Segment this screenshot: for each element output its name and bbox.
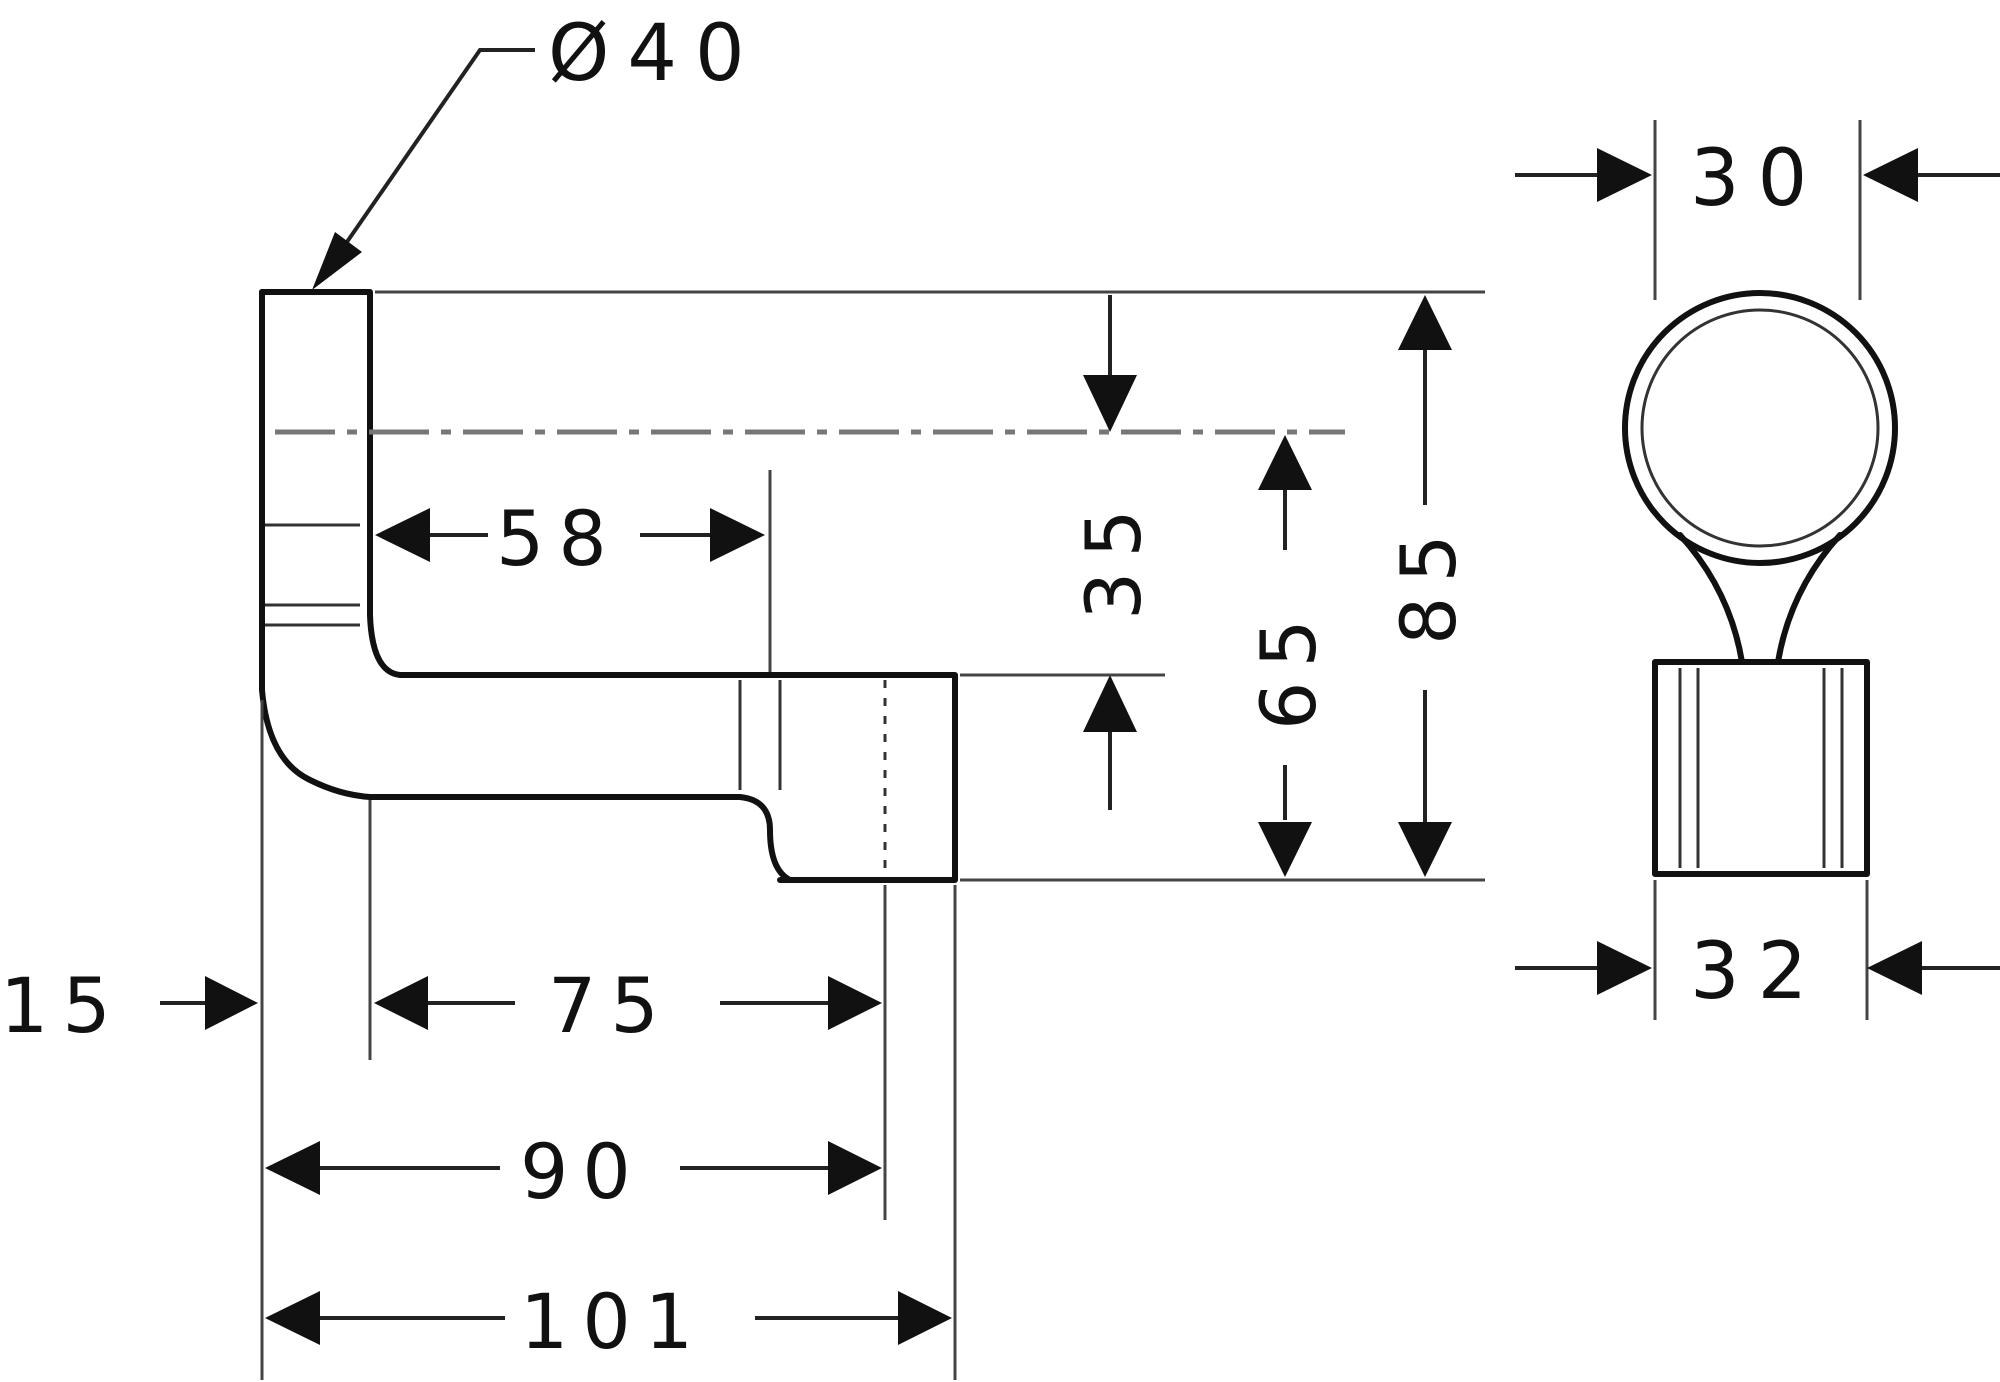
dim-90: [265, 1141, 882, 1195]
extension-lines: [260, 290, 1485, 1380]
dim-58-label: 58: [496, 494, 621, 583]
front-view-part: [1622, 290, 1898, 877]
dim-58: [375, 508, 765, 562]
dim-85: [1398, 295, 1452, 877]
dim-15: [160, 976, 258, 1030]
dim-32: [1515, 941, 2000, 995]
dim-35: [1065, 295, 1165, 810]
dim-35-label: 35: [1069, 495, 1158, 620]
dim-15-label: 15: [0, 961, 125, 1050]
diameter-label: Ø40: [548, 9, 763, 99]
dim-65: [1258, 435, 1312, 877]
dim-32-label: 32: [1690, 927, 1825, 1017]
side-view-part: [259, 289, 958, 883]
dim-30: [1515, 148, 2000, 202]
dim-101: [265, 1291, 952, 1345]
dim-85-label: 85: [1384, 520, 1473, 645]
diameter-leader: [312, 48, 535, 290]
dim-90-label: 90: [520, 1127, 645, 1216]
dim-101-label: 101: [520, 1277, 707, 1366]
dim-30-label: 30: [1690, 134, 1825, 224]
front-view-extensions: [1653, 120, 1869, 1020]
dim-75: [374, 976, 882, 1030]
dim-65-label: 65: [1244, 605, 1333, 730]
dim-75-label: 75: [548, 961, 673, 1050]
